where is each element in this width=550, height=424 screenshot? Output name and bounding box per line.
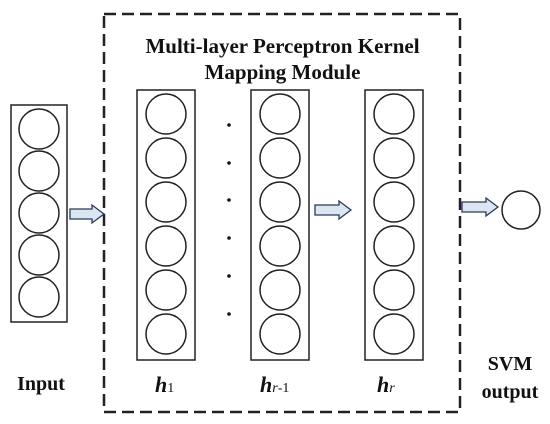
ellipsis-dots [227,123,231,316]
neuron [373,137,415,179]
neuron [18,192,60,234]
neuron [18,150,60,192]
arrow-input-to-module [69,203,106,225]
neuron [145,181,187,223]
svm-label-line1: SVM [487,353,533,375]
neuron [373,313,415,355]
input-layer [10,104,68,323]
neuron [145,225,187,267]
input-label: Input [17,373,65,395]
neuron [259,313,301,355]
neuron [145,93,187,135]
neuron [373,93,415,135]
hidden-layer-hr-1 [250,89,310,361]
arrow-hr1-to-hr [314,199,353,221]
neuron [18,276,60,318]
dot [227,312,231,316]
neuron [259,93,301,135]
dot [227,198,231,202]
neuron [145,137,187,179]
dot [227,274,231,278]
neuron [259,225,301,267]
neuron [373,225,415,267]
hidden-layer-hr [364,89,424,361]
dot [227,236,231,240]
neuron [18,234,60,276]
neuron [145,313,187,355]
h1-label: h1 [155,372,175,397]
layer-box [364,89,424,361]
module-title-line2: Mapping Module [204,60,361,84]
neuron [145,269,187,311]
neuron [373,181,415,223]
neuron [18,108,60,150]
arrow-module-to-output [461,196,500,218]
hidden-layer-h1 [136,89,196,361]
neuron [373,269,415,311]
neuron [259,137,301,179]
neuron [259,269,301,311]
output-neuron [501,190,541,230]
dot [227,123,231,127]
hr-1-label: hr-1 [260,372,290,397]
neuron [259,181,301,223]
svm-label-line2: output [481,381,539,403]
hr-label: hr [377,372,395,397]
dot [227,161,231,165]
module-title-line1: Multi-layer Perceptron Kernel [145,34,420,58]
